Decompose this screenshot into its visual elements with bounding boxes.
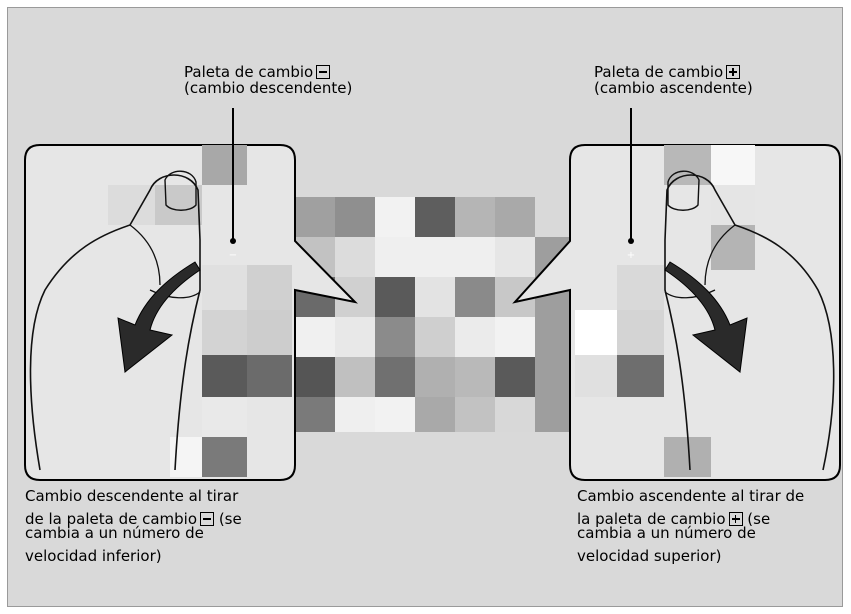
- upshift-caption: Cambio ascendente al tirar de la paleta …: [577, 488, 804, 565]
- downshift-paddle-label: Paleta de cambio (cambio descendente): [184, 64, 352, 96]
- upshift-paddle-label: Paleta de cambio (cambio ascendente): [594, 64, 753, 96]
- downshift-paddle-title: Paleta de cambio: [184, 63, 314, 81]
- right-detail-panel: +: [512, 108, 841, 481]
- downshift-caption-line4: velocidad inferior): [25, 547, 162, 565]
- steering-wheel-area: [295, 197, 575, 432]
- svg-text:−: −: [229, 250, 237, 261]
- downshift-paddle-subtitle: (cambio descendente): [184, 79, 353, 97]
- downshift-caption-line1: Cambio descendente al tirar: [25, 487, 239, 505]
- downshift-caption: Cambio descendente al tirar de la paleta…: [25, 488, 242, 565]
- upshift-caption-line3: cambia a un número de: [577, 524, 756, 542]
- upshift-caption-line4: velocidad superior): [577, 547, 722, 565]
- downshift-caption-line2: de la paleta de cambio: [25, 510, 198, 528]
- left-detail-panel: −: [24, 108, 358, 481]
- upshift-paddle-subtitle: (cambio ascendente): [594, 79, 753, 97]
- svg-text:+: +: [627, 250, 635, 261]
- upshift-paddle-title: Paleta de cambio: [594, 63, 724, 81]
- upshift-caption-line2-end: (se: [747, 510, 771, 528]
- upshift-caption-line2: la paleta de cambio: [577, 510, 726, 528]
- downshift-caption-line3: cambia a un número de: [25, 524, 204, 542]
- upshift-caption-line1: Cambio ascendente al tirar de: [577, 487, 805, 505]
- downshift-arrow: [117, 261, 201, 373]
- plus-icon: [728, 512, 743, 526]
- downshift-caption-line2-end: (se: [218, 510, 242, 528]
- minus-icon: [200, 512, 215, 526]
- minus-icon: [316, 65, 331, 79]
- plus-icon: [726, 65, 741, 79]
- upshift-arrow: [664, 261, 748, 373]
